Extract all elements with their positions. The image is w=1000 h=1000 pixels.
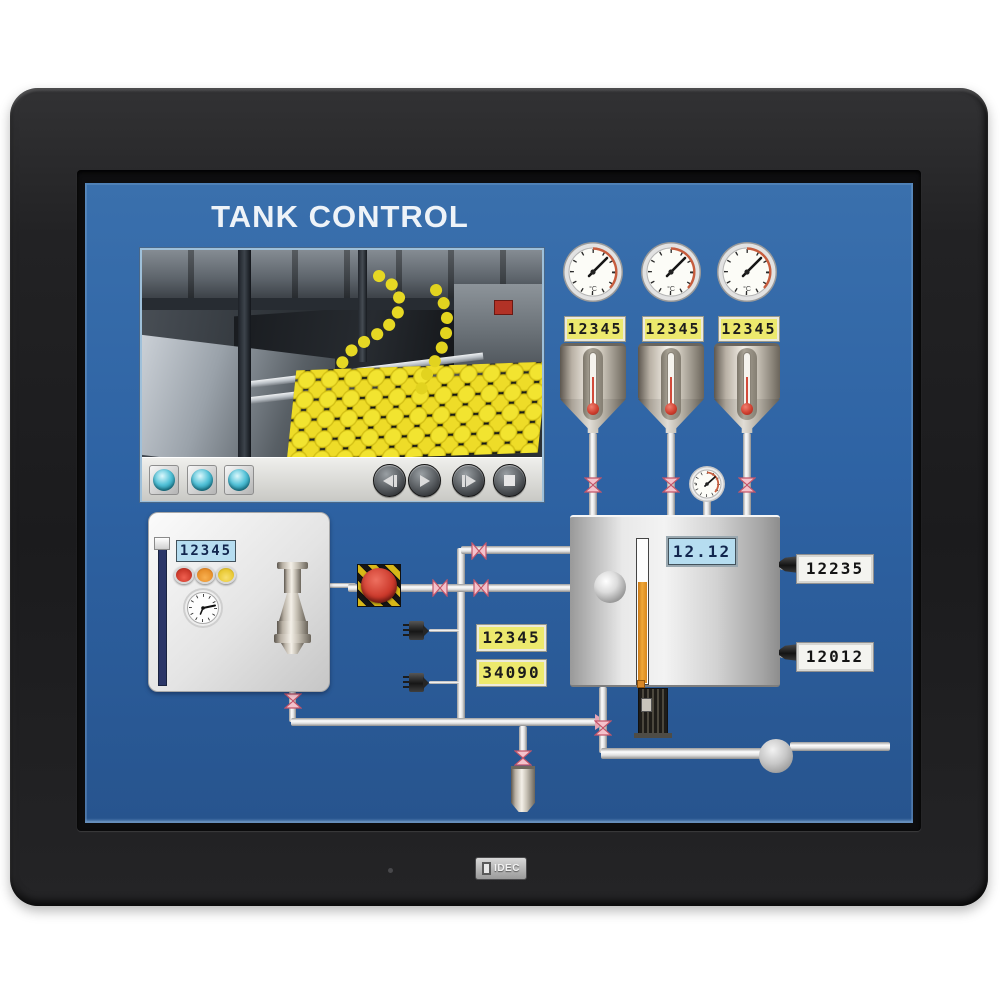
level-slider-track [158, 537, 167, 686]
pipe-segment [348, 584, 573, 592]
temperature-gauge-2: °C [641, 242, 701, 302]
panel-clock-gauge [183, 588, 223, 628]
pilot-lens-icon [191, 469, 213, 491]
gauge-unit-label: °C [667, 285, 675, 293]
flow-display-2: 34090 [476, 659, 547, 687]
tank-level-display: 12.12 [668, 538, 736, 565]
play-button[interactable] [408, 464, 441, 497]
emergency-stop[interactable] [357, 564, 401, 607]
thermometer-bulb-icon [741, 403, 753, 415]
pipe-segment [457, 548, 465, 722]
tank-output-display-2: 12012 [796, 642, 874, 672]
ball-valve [594, 571, 626, 603]
valve-icon [738, 477, 756, 493]
brand-logo: IDEC [476, 858, 526, 879]
level-slider-handle[interactable] [154, 537, 170, 550]
temperature-gauge-1: °C [563, 242, 623, 302]
tank-level-fill [638, 582, 647, 683]
pipe-segment [790, 742, 890, 751]
hopper-3 [714, 343, 780, 433]
step-back-button[interactable] [373, 464, 406, 497]
pipe-segment [703, 500, 711, 516]
valve-icon [473, 579, 489, 597]
camera-frame-post [358, 250, 367, 362]
thermometer-bulb-icon [587, 403, 599, 415]
emergency-stop-button[interactable] [361, 568, 397, 603]
temperature-display-2: 12345 [642, 316, 704, 342]
camera-feed [142, 250, 542, 457]
tank-level-gauge [636, 538, 649, 685]
thermometer-icon [743, 352, 751, 408]
indicator-orange [195, 566, 215, 584]
temperature-display-1: 12345 [564, 316, 626, 342]
valve-icon [284, 693, 302, 709]
camera-panel [139, 247, 545, 503]
temperature-display-3: 12345 [718, 316, 780, 342]
valve-icon [594, 720, 612, 736]
sensor-plug-icon [779, 644, 799, 661]
gauge-unit-label: °C [589, 285, 597, 293]
pilot-light-button-2[interactable] [187, 465, 217, 495]
valve-icon [662, 477, 680, 493]
pipe-segment [461, 546, 573, 554]
camera-frame-post [238, 250, 251, 457]
pilot-light-button-3[interactable] [224, 465, 254, 495]
pipe-segment [519, 726, 527, 756]
camera-toolbar [142, 457, 542, 501]
injector-nozzle [274, 562, 311, 654]
step-back-bar-icon [393, 474, 397, 487]
thermometer-bulb-icon [665, 403, 677, 415]
agitator-motor [638, 688, 668, 734]
pipe-segment [599, 687, 607, 753]
pipe-segment [589, 433, 597, 517]
gauge-unit-label: °C [743, 285, 751, 293]
tank-output-display-1: 12235 [796, 554, 874, 584]
valve-icon [471, 542, 487, 560]
inline-sensor-cylinder [511, 766, 535, 812]
pilot-lens-icon [153, 469, 175, 491]
thermometer-icon [667, 352, 675, 408]
pilot-lens-icon [228, 469, 250, 491]
sensor-lead [429, 681, 459, 684]
power-led [388, 868, 393, 873]
valve-icon [584, 477, 602, 493]
pipe-segment [601, 748, 765, 759]
motor-base [634, 733, 672, 738]
sensor-plug-icon [403, 673, 429, 692]
play-icon [419, 474, 430, 487]
brand-mark-icon [482, 862, 492, 875]
panel-display: 12345 [176, 540, 236, 562]
stop-icon [504, 475, 515, 486]
step-back-icon [382, 474, 393, 487]
valve-icon [514, 750, 532, 766]
sensor-plug-icon [779, 556, 799, 573]
hopper-1 [560, 343, 626, 433]
pipe-segment [743, 433, 751, 517]
page-title: TANK CONTROL [211, 199, 469, 234]
sensor-lead [429, 629, 459, 632]
brand-text: IDEC [494, 863, 520, 874]
motor-panel [641, 698, 652, 712]
camera-caps-chain [335, 270, 454, 408]
temperature-gauge-3: °C [717, 242, 777, 302]
pump [759, 739, 793, 773]
pipe-segment [291, 718, 597, 726]
flow-display-1: 12345 [476, 624, 547, 652]
pilot-light-button-1[interactable] [149, 465, 179, 495]
indicator-yellow [216, 566, 236, 584]
step-forward-button[interactable] [452, 464, 485, 497]
camera-red-part [494, 300, 513, 315]
motor-tag [637, 680, 645, 688]
pressure-gauge [689, 466, 725, 502]
sensor-plug-icon [403, 621, 429, 640]
thermometer-icon [589, 352, 597, 408]
indicator-red [174, 566, 194, 584]
hopper-2 [638, 343, 704, 433]
valve-icon [432, 579, 448, 597]
step-forward-bar-icon [461, 474, 465, 487]
step-forward-icon [465, 474, 476, 487]
stop-button[interactable] [493, 464, 526, 497]
pipe-segment [667, 433, 675, 517]
